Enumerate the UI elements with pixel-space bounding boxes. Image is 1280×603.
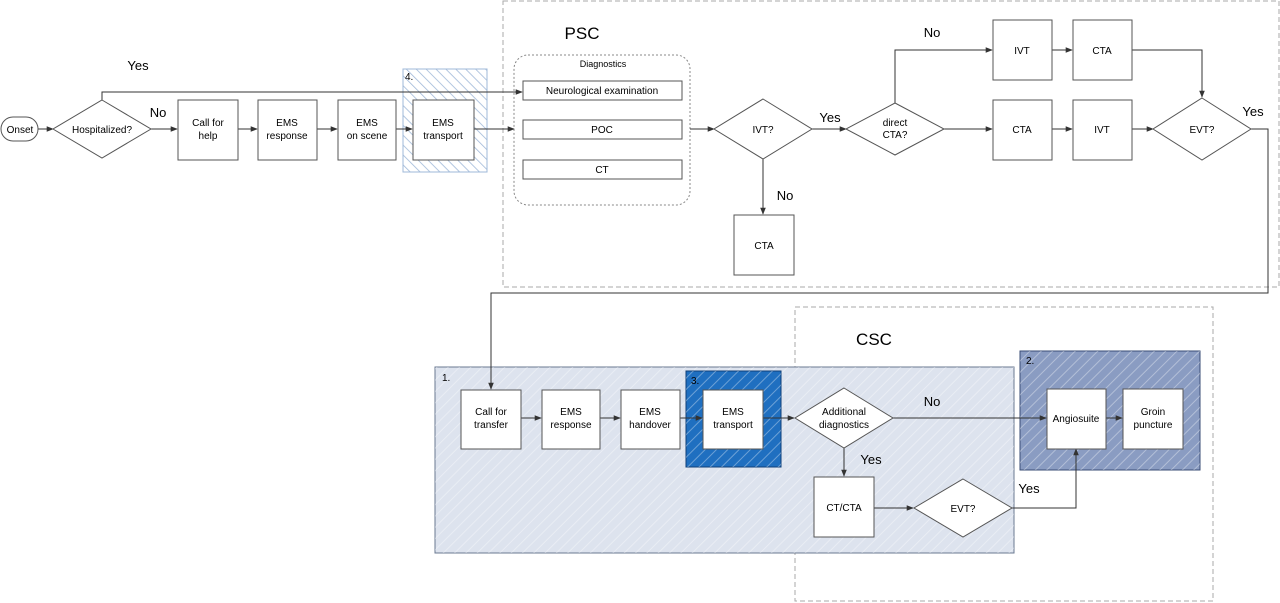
groin-puncture-label-2: puncture [1134,420,1173,431]
ems-response-transfer-node [541,389,601,450]
hospitalized-decision [52,99,152,159]
ems-handover-label-1: EMS [639,407,661,418]
call-for-transfer-label-2: transfer [474,420,509,431]
ivt-mid-label: IVT [1094,125,1110,136]
additional-diagnostics-label-2: diagnostics [819,420,869,431]
ems-transport-transfer-node [702,389,764,450]
evt-decision-psc-label: EVT? [1189,125,1214,136]
cta-mid-node [992,99,1053,161]
ems-handover-node [620,389,681,450]
ems-response-label-2: response [266,131,308,142]
psc-region [502,0,1280,288]
ems-handover-label-2: handover [629,420,671,431]
ems-transport-label-2: transport [423,131,463,142]
psc-label: PSC [565,24,600,43]
ivt-decision [713,98,813,160]
cta-top-node [1072,19,1133,81]
ivt-top-node [992,19,1053,81]
ct-node [522,159,683,180]
direct-cta-label-1: direct [883,118,908,129]
ems-transport-node [412,99,475,161]
evt-decision-csc-label: EVT? [950,504,975,515]
onset-label: Onset [7,125,34,136]
ivt-top-label: IVT [1014,46,1030,57]
neuro-exam-label: Neurological examination [546,86,658,97]
neuro-exam-node [522,80,683,101]
cta-after-no-ivt-node [733,214,795,276]
edge-label-no-additional: No [924,394,941,409]
edge-label-yes-additional: Yes [860,452,882,467]
poc-node [522,119,683,140]
edge-label-yes-evt-csc: Yes [1018,481,1040,496]
region-2-marker: 2. [1026,356,1034,367]
edge-label-no-hospitalized: No [150,105,167,120]
csc-label: CSC [856,330,892,349]
evt-decision-psc [1152,97,1252,161]
call-for-help-node [177,99,239,161]
region-1-marker: 1. [442,373,450,384]
ct-cta-label: CT/CTA [826,503,862,514]
region-3-marker: 3. [691,376,699,387]
ivt-decision-label: IVT? [752,125,774,136]
edges [38,47,1269,511]
region-4-marker: 4. [405,72,413,83]
cta-top-label: CTA [1092,46,1112,57]
edge-label-yes-ivt: Yes [819,110,841,125]
cta-mid-label: CTA [1012,125,1032,136]
ems-transport-transfer-label-2: transport [713,420,753,431]
ems-on-scene-label-2: on scene [347,131,388,142]
angiosuite-label: Angiosuite [1053,414,1100,425]
ems-transport-transfer-label-1: EMS [722,407,744,418]
additional-diagnostics-label-1: Additional [822,407,866,418]
ems-response-transfer-label-2: response [550,420,592,431]
ems-on-scene-node [337,99,397,161]
direct-cta-decision [844,102,946,156]
call-for-help-label-1: Call for [192,118,224,129]
ems-on-scene-label-1: EMS [356,118,378,129]
edge-label-no-direct-cta: No [924,25,941,40]
poc-label: POC [591,125,613,136]
groin-puncture-node [1122,388,1184,450]
ct-cta-node [813,476,875,538]
call-for-transfer-node [460,389,522,450]
ems-transport-label-1: EMS [432,118,454,129]
hospitalized-label: Hospitalized? [72,125,132,136]
groin-puncture-label-1: Groin [1141,407,1165,418]
ems-response-node [257,99,318,161]
angiosuite-node [1046,388,1107,450]
ct-label: CT [595,165,608,176]
diagnostics-title: Diagnostics [580,59,627,69]
call-for-transfer-label-1: Call for [475,407,507,418]
onset-node [0,116,39,142]
additional-diagnostics-decision [794,387,894,449]
edge-label-no-ivt: No [777,188,794,203]
ivt-mid-node [1072,99,1133,161]
direct-cta-label-2: CTA? [883,130,908,141]
call-for-help-label-2: help [199,131,218,142]
evt-decision-csc [913,478,1013,538]
edge-label-yes-hospitalized: Yes [127,58,149,73]
cta-after-no-ivt-label: CTA [754,241,774,252]
ems-response-transfer-label-1: EMS [560,407,582,418]
ems-response-label-1: EMS [276,118,298,129]
edge-label-yes-evt-psc: Yes [1242,104,1264,119]
